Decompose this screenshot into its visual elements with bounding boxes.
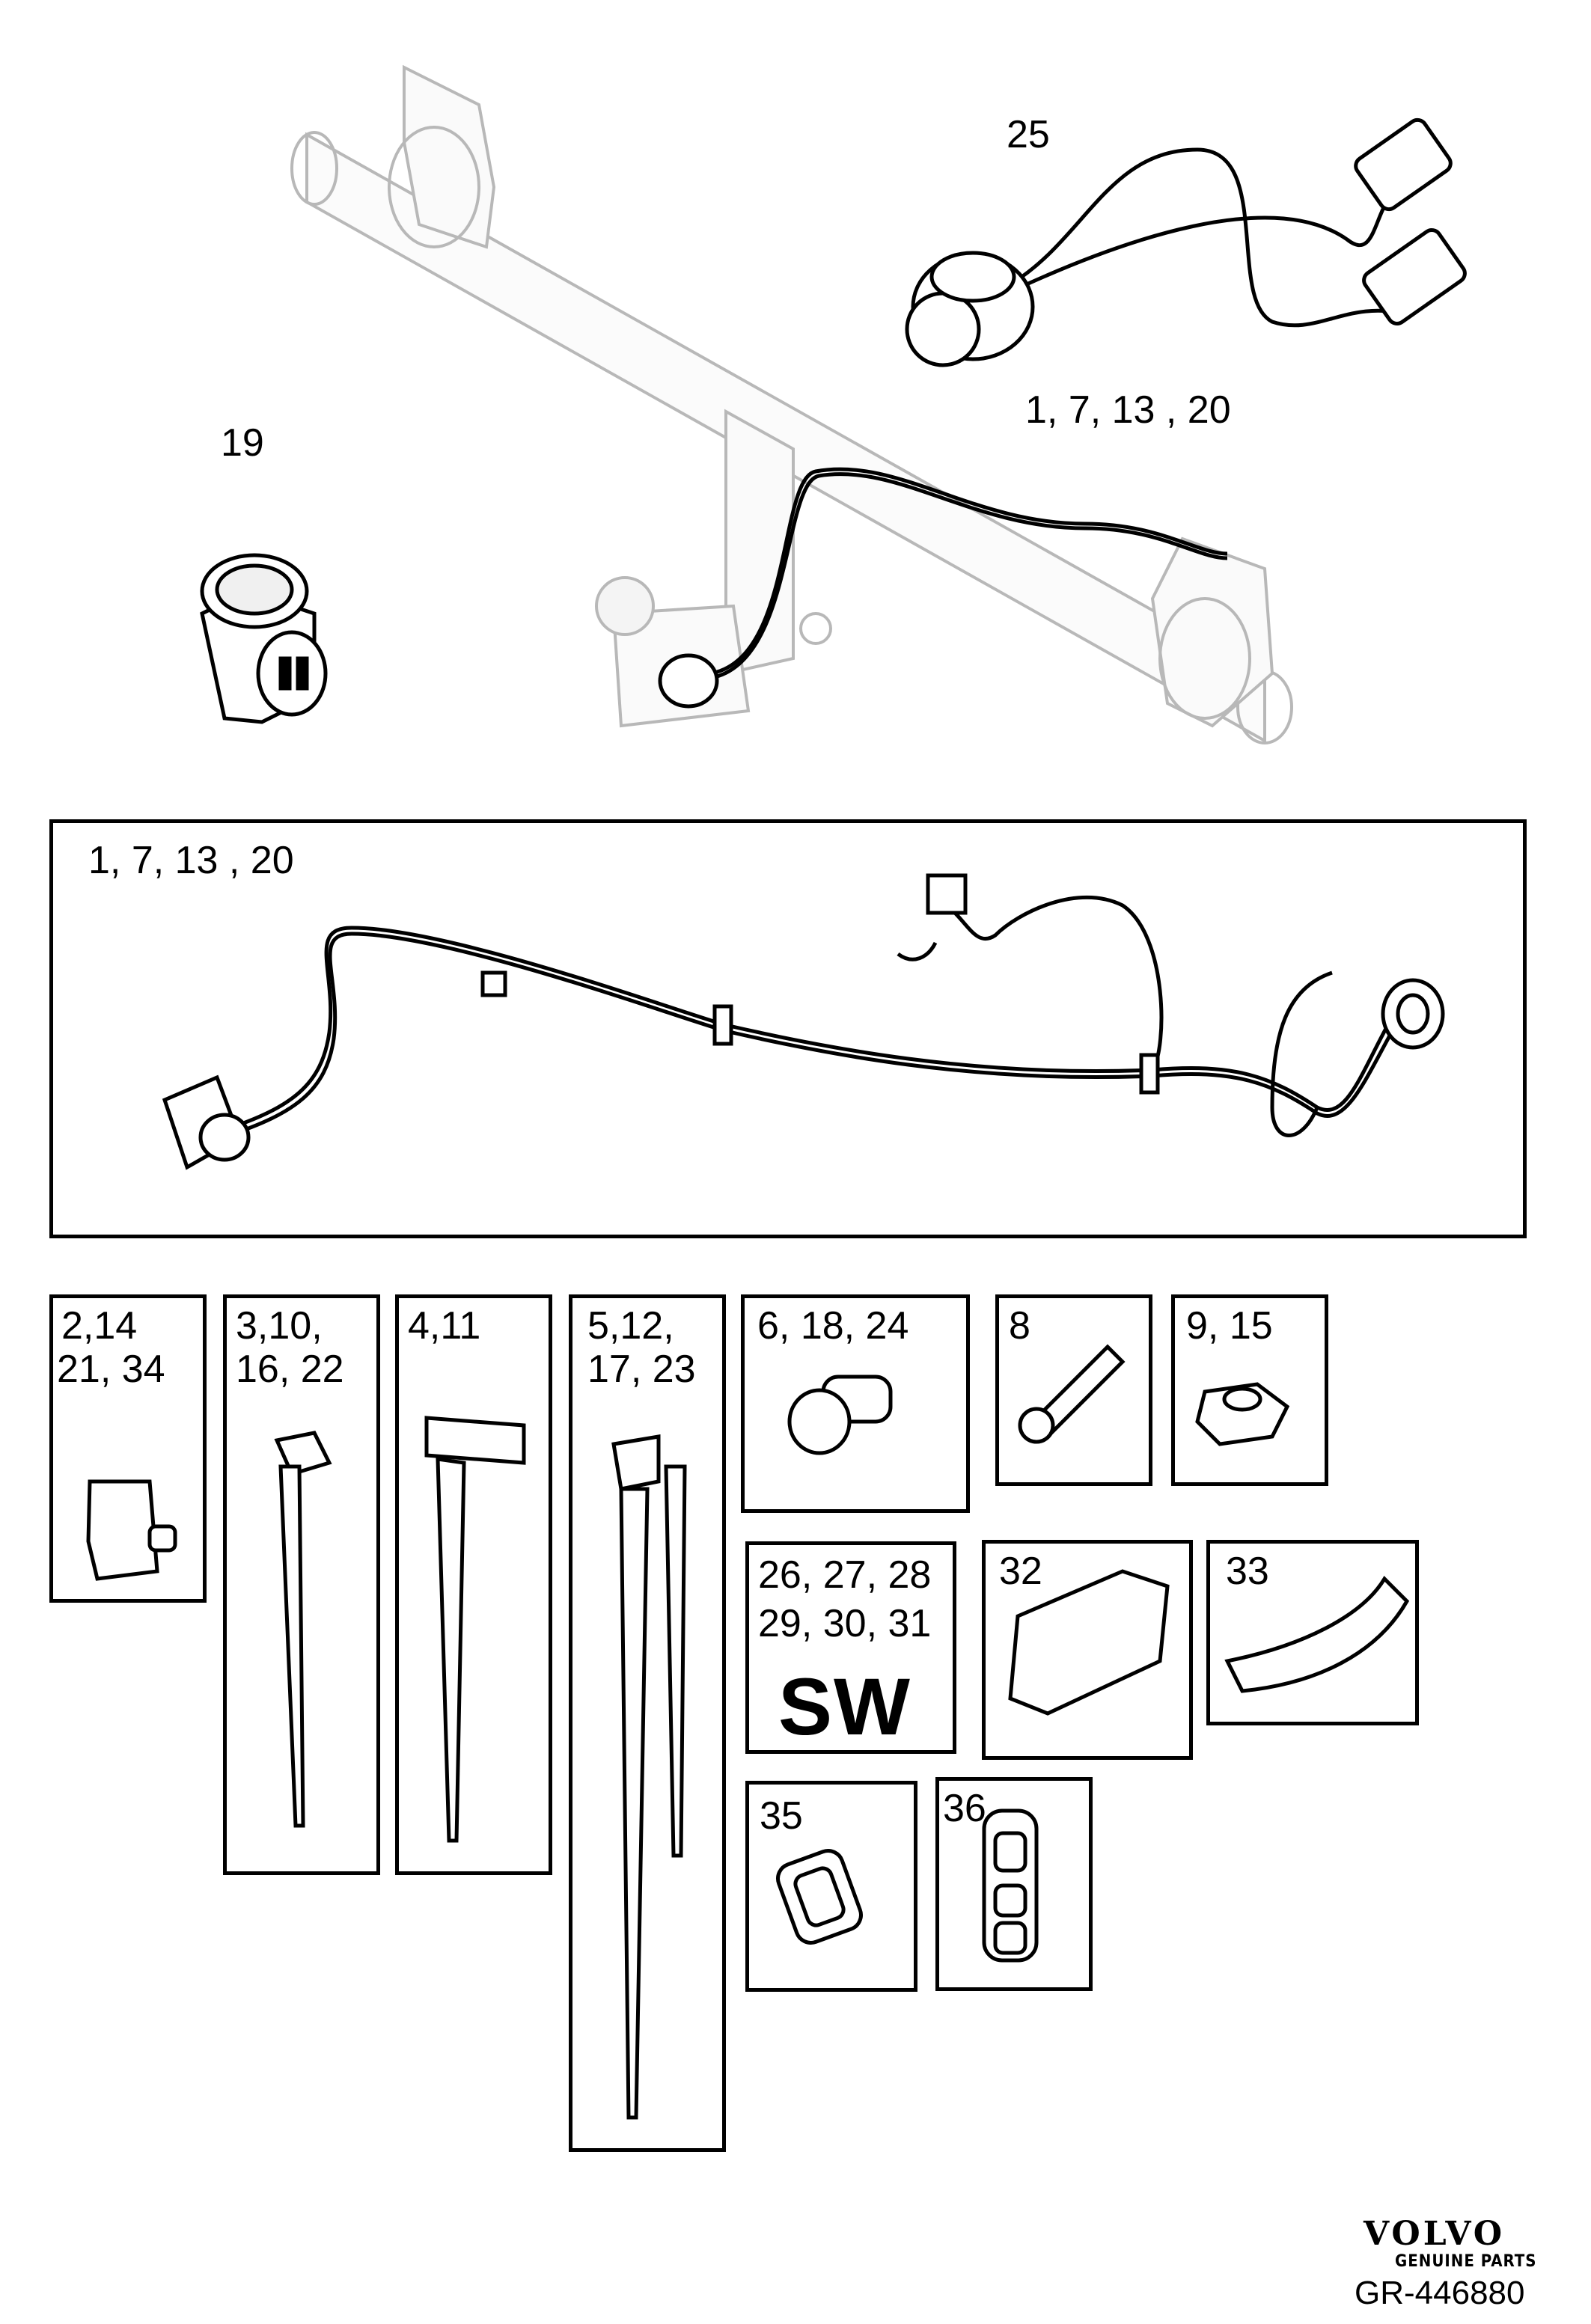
- part-3-art: [274, 1431, 332, 1828]
- part-box-9: [1171, 1294, 1328, 1486]
- part-box-2: [49, 1294, 207, 1603]
- diagram-reference: GR-446880: [1355, 2275, 1525, 2311]
- socket-19-art: [200, 553, 328, 724]
- harness-detail-box: [49, 819, 1527, 1238]
- part-32-art: [1008, 1569, 1170, 1716]
- sw-mark: SW: [778, 1661, 911, 1752]
- part-33-art: [1224, 1575, 1410, 1693]
- part-2-line2: 21, 34: [57, 1348, 165, 1391]
- towbar-beam: [290, 64, 1293, 744]
- part-8-art: [1018, 1344, 1126, 1444]
- callout-25: 25: [1007, 113, 1050, 156]
- part-35-art: [776, 1849, 863, 1945]
- towbar-harness-art: [658, 467, 1228, 709]
- volvo-logo: VOLVO: [1364, 2215, 1506, 2253]
- part-8-line1: 8: [1009, 1304, 1030, 1348]
- sw-line2: 29, 30, 31: [758, 1602, 932, 1645]
- part-box-5: [569, 1294, 726, 2152]
- part-36-line1: 36: [943, 1787, 986, 1830]
- part-9-line1: 9, 15: [1186, 1304, 1273, 1348]
- part-32-line1: 32: [999, 1550, 1042, 1593]
- part-6-line1: 6, 18, 24: [757, 1304, 909, 1348]
- part-3-line2: 16, 22: [236, 1348, 344, 1391]
- part-5-line1: 5,12,: [587, 1304, 674, 1348]
- part-5-art: [611, 1434, 687, 2120]
- callout-harness-top: 1, 7, 13 , 20: [1025, 388, 1231, 432]
- part-5-line2: 17, 23: [587, 1348, 696, 1391]
- adapter-harness-art: [905, 117, 1467, 367]
- part-box-8: [995, 1294, 1152, 1486]
- part-box-4: [395, 1294, 552, 1875]
- callout-19: 19: [221, 421, 264, 465]
- part-2-line1: 2,14: [61, 1304, 138, 1348]
- part-box-sw: [745, 1541, 956, 1754]
- part-4-line1: 4,11: [408, 1304, 481, 1348]
- harness-box-art: [162, 873, 1445, 1170]
- part-6-art: [787, 1374, 893, 1455]
- part-box-32: [982, 1540, 1193, 1760]
- part-33-line1: 33: [1226, 1550, 1269, 1593]
- part-box-33: [1206, 1540, 1419, 1725]
- sw-line1: 26, 27, 28: [758, 1553, 932, 1597]
- part-9-art: [1195, 1382, 1290, 1446]
- part-2-art: [86, 1479, 177, 1581]
- part-36-art: [982, 1808, 1039, 1963]
- part-35-line1: 35: [760, 1794, 803, 1838]
- genuine-parts-label: GENUINE PARTS: [1395, 2252, 1537, 2271]
- part-box-6: [741, 1294, 970, 1513]
- callout-harness-box: 1, 7, 13 , 20: [88, 839, 294, 882]
- part-box-36: [935, 1777, 1093, 1991]
- part-4-art: [424, 1416, 526, 1843]
- part-box-3: [223, 1294, 380, 1875]
- part-box-35: [745, 1781, 917, 1992]
- part-3-line1: 3,10,: [236, 1304, 323, 1348]
